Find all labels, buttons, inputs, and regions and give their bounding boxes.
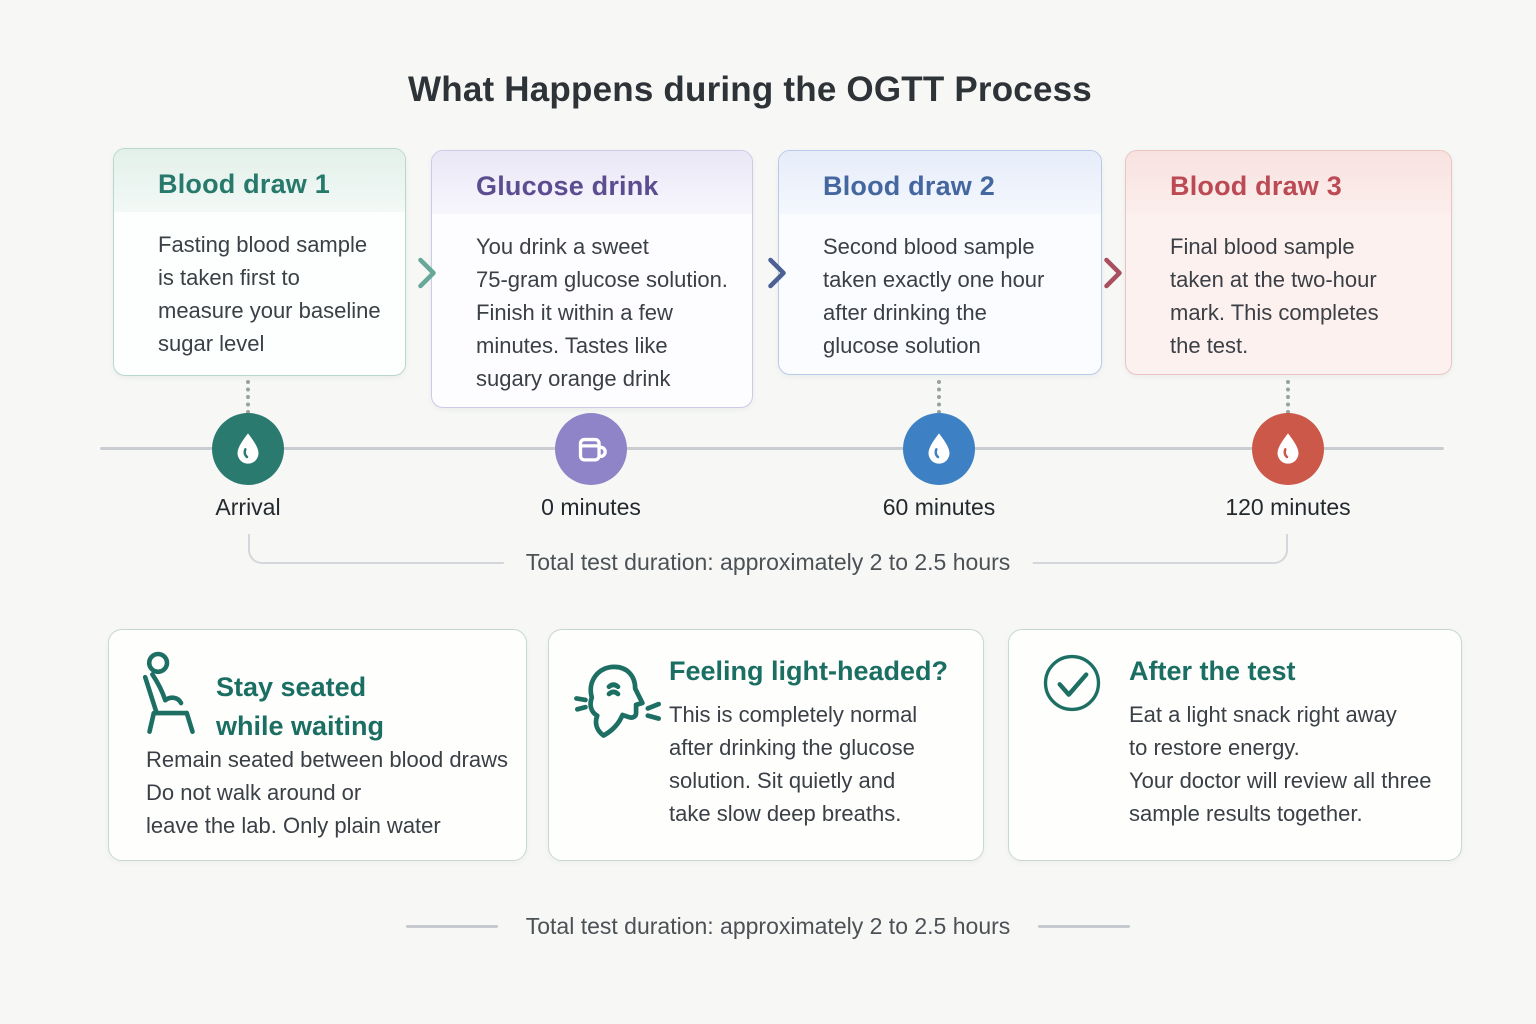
- step-card-description: Second blood sample taken exactly one ho…: [823, 234, 1045, 358]
- timeline-label-60-minutes: 60 minutes: [882, 494, 996, 520]
- tip-title: After the test: [1129, 656, 1296, 686]
- tip-description: This is completely normal after drinking…: [669, 702, 918, 826]
- tip-card-after-the-test: After the test Eat a light snack right a…: [1008, 629, 1462, 861]
- seated-person-icon: [142, 651, 195, 734]
- check-circle-icon: [1043, 654, 1101, 712]
- tip-title: Stay seated while waiting: [216, 672, 385, 741]
- blood-droplet-icon: [237, 433, 259, 464]
- step-card-description: You drink a sweet 75-gram glucose soluti…: [476, 234, 728, 391]
- timeline-label-120-minutes: 120 minutes: [1225, 494, 1351, 520]
- step-card-header: Blood draw 2: [779, 151, 1101, 214]
- blood-droplet-icon: [1277, 433, 1299, 464]
- step-card-description: Final blood sample taken at the two-hour…: [1170, 234, 1379, 358]
- dotted-connector: [1286, 380, 1290, 414]
- duration-bracket: Total test duration: approximately 2 to …: [248, 534, 1288, 576]
- chevron-right-icon: [418, 257, 436, 289]
- tip-title: Feeling light-headed?: [669, 656, 949, 686]
- timeline-marker-60-minutes: [903, 413, 975, 485]
- dotted-connector: [246, 380, 250, 414]
- tip-description: Remain seated between blood draws Do not…: [146, 747, 509, 838]
- dotted-connector: [937, 380, 941, 414]
- tip-description: Eat a light snack right away to restore …: [1129, 702, 1432, 826]
- step-card-title: Blood draw 2: [823, 171, 995, 201]
- drink-cup-icon: [578, 437, 607, 462]
- footer-duration: Total test duration: approximately 2 to …: [0, 906, 1536, 946]
- timeline-marker-120-minutes: [1252, 413, 1324, 485]
- step-card-blood-draw-2: Blood draw 2 Second blood sample taken e…: [778, 150, 1102, 375]
- blood-droplet-icon: [928, 433, 950, 464]
- tip-card-stay-seated: Stay seated while waiting Remain seated …: [108, 629, 527, 861]
- timeline-label-0-minutes: 0 minutes: [541, 494, 641, 520]
- page-title: What Happens during the OGTT Process: [408, 70, 1092, 109]
- breathing-face-icon: [574, 664, 662, 738]
- timeline-axis: [100, 447, 1444, 450]
- step-card-blood-draw-1: Blood draw 1 Fasting blood sample is tak…: [113, 148, 406, 376]
- step-card-title: Blood draw 1: [158, 169, 330, 199]
- timeline-marker-arrival: [212, 413, 284, 485]
- divider-line: [1038, 924, 1131, 928]
- footer-duration-text: Total test duration: approximately 2 to …: [525, 912, 1011, 939]
- step-card-header: Glucose drink: [432, 151, 752, 214]
- chevron-right-icon: [768, 257, 786, 289]
- divider-line: [405, 924, 498, 928]
- step-card-description: Fasting blood sample is taken first to m…: [158, 232, 381, 356]
- tip-card-light-headed: Feeling light-headed? This is completely…: [548, 629, 984, 861]
- step-card-header: Blood draw 1: [114, 149, 405, 212]
- timeline-label-arrival: Arrival: [215, 494, 281, 520]
- step-card-title: Blood draw 3: [1170, 171, 1342, 201]
- duration-note: Total test duration: approximately 2 to …: [503, 549, 1033, 576]
- timeline-marker-0-minutes: [555, 413, 627, 485]
- step-card-glucose-drink: Glucose drink You drink a sweet 75-gram …: [431, 150, 753, 408]
- step-card-blood-draw-3: Blood draw 3 Final blood sample taken at…: [1125, 150, 1452, 375]
- chevron-right-icon: [1104, 257, 1122, 289]
- step-card-header: Blood draw 3: [1126, 151, 1451, 214]
- step-card-title: Glucose drink: [476, 171, 659, 201]
